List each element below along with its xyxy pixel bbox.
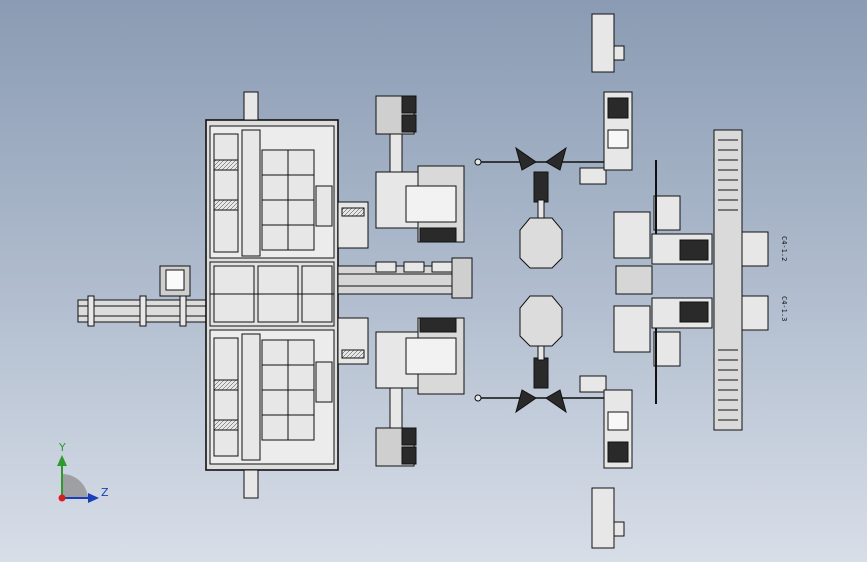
right-vertical-conveyor bbox=[713, 129, 743, 431]
z-axis-arrowhead bbox=[88, 493, 99, 503]
y-axis-label: Y bbox=[59, 441, 66, 454]
axis-triad bbox=[57, 455, 99, 503]
center-transfer-conveyor bbox=[337, 257, 473, 299]
control-cabinet-bottom bbox=[591, 487, 625, 549]
triad-plane bbox=[62, 473, 88, 498]
upper-robot bbox=[474, 91, 633, 269]
lower-process-unit bbox=[375, 317, 465, 467]
right-output-station bbox=[613, 160, 769, 404]
left-infeed-conveyor bbox=[77, 265, 207, 327]
upper-process-unit bbox=[375, 95, 465, 243]
side-module-stack bbox=[337, 201, 369, 365]
control-cabinet-top bbox=[591, 13, 625, 73]
lower-robot bbox=[474, 295, 633, 469]
z-axis-label: Z bbox=[101, 486, 109, 499]
y-axis-arrowhead bbox=[57, 455, 67, 466]
origin-point bbox=[58, 494, 66, 502]
main-machine-frame bbox=[205, 91, 339, 499]
line-tag-lower: C4-1.3 bbox=[780, 296, 788, 321]
line-tag-upper: C4-1.2 bbox=[780, 236, 788, 261]
